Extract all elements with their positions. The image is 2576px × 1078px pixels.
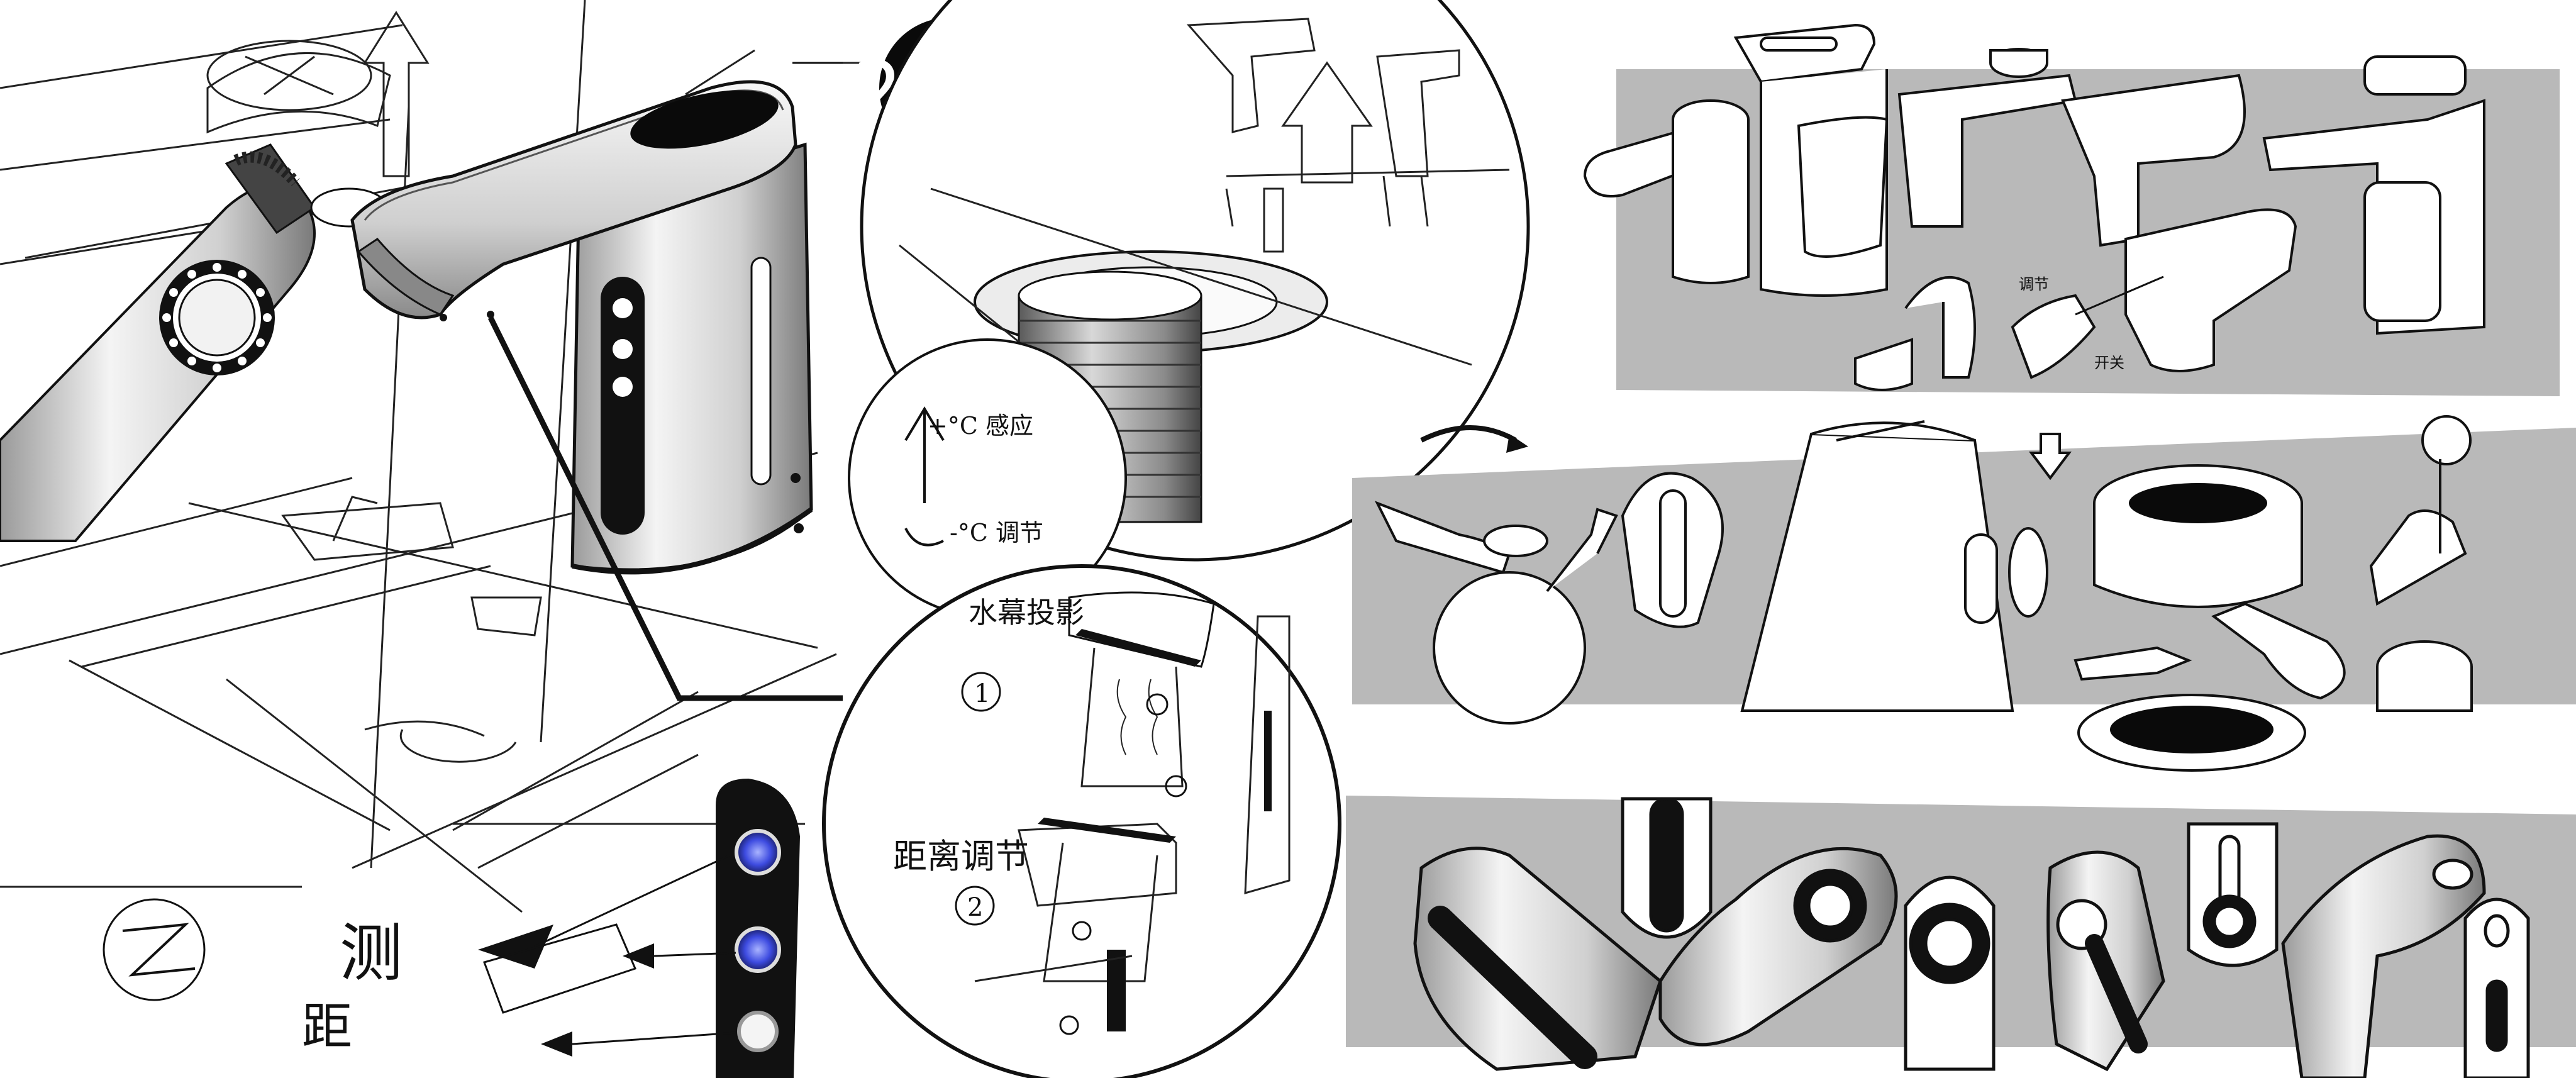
sensing-note-circle: +°C 感应 -°C 调节 [848, 338, 1127, 618]
measure-label-top: 测 [340, 916, 402, 990]
closeup-button-white[interactable] [737, 1011, 779, 1052]
concept-panel-1: 调节 开关 [1583, 23, 2560, 396]
curved-arrow-icon [2074, 646, 2192, 681]
control-button-3[interactable] [613, 377, 633, 397]
main-faucet-render [350, 62, 843, 701]
control-strip [601, 277, 645, 535]
measure-label-bottom: 距 [302, 997, 352, 1056]
water-curtain-projection-label: 水幕投影 [969, 596, 1084, 630]
water-curtain-detail-circle: 水幕投影 1 距离调节 2 [822, 564, 1341, 1078]
control-button-2[interactable] [613, 339, 633, 359]
control-strip-closeup: 测 距 [103, 778, 801, 1078]
angled-spout-sketch [0, 143, 388, 542]
concept-panel-3 [1346, 796, 2576, 1078]
down-arrow-icon [2029, 433, 2072, 481]
temperature-adjust-note: -°C 调节 [950, 519, 1043, 547]
temperature-sensing-note: +°C 感应 [928, 412, 1033, 440]
distance-adjustment-label: 距离调节 [893, 836, 1029, 876]
sensor-window [630, 90, 779, 149]
panel-adjust-note: 调节 [2019, 275, 2049, 293]
background-line-sketch [0, 0, 868, 913]
step-one-number: 1 [974, 679, 990, 708]
step-two-number: 2 [967, 893, 983, 922]
closeup-button-blue-1[interactable] [735, 829, 781, 875]
panel-switch-note: 开关 [2094, 354, 2124, 372]
closeup-button-blue-2[interactable] [735, 926, 781, 973]
rotate-arrows-icon [1420, 425, 1517, 443]
concept-panel-2 [1352, 415, 2576, 772]
control-button-1[interactable] [613, 298, 633, 318]
